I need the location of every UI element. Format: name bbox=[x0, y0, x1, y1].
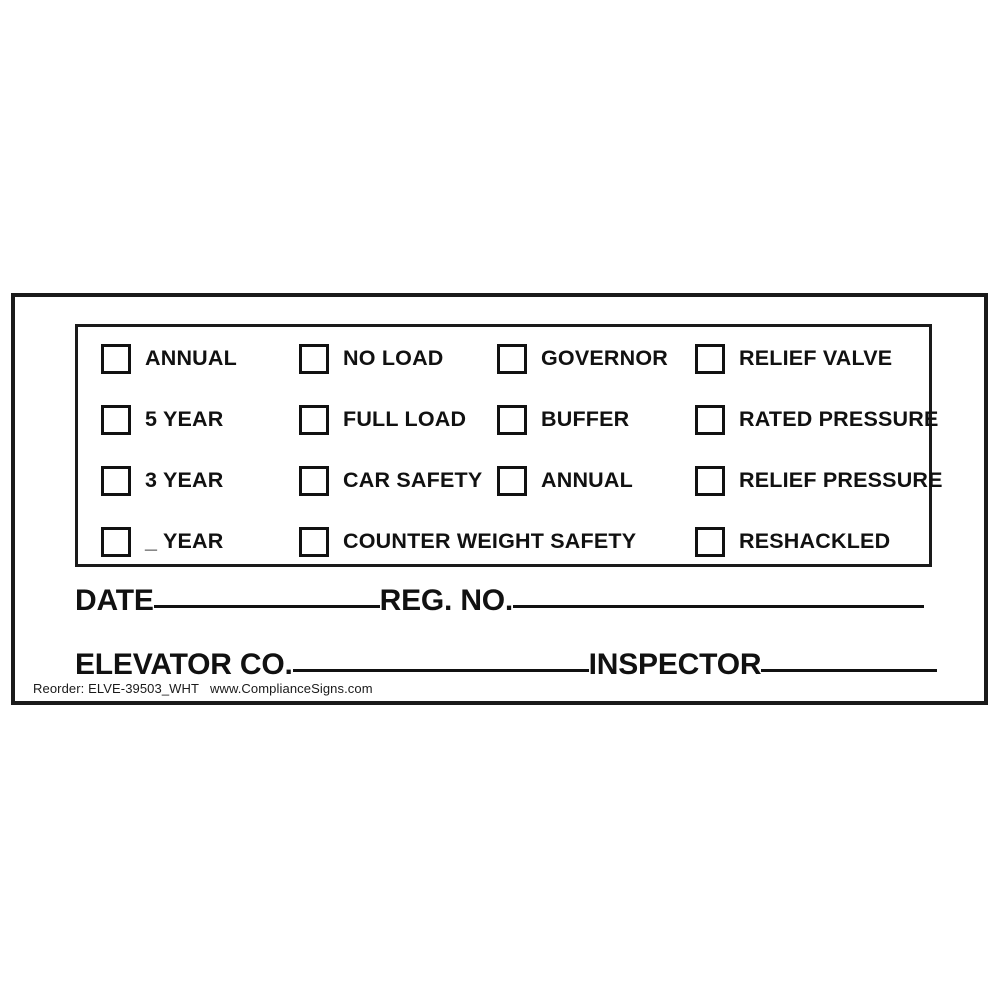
date-regno-line: DATE REG. NO. bbox=[15, 586, 984, 616]
checkbox-icon[interactable] bbox=[101, 344, 131, 374]
checkbox-icon[interactable] bbox=[497, 405, 527, 435]
checkbox-icon[interactable] bbox=[101, 405, 131, 435]
checkbox-label: ANNUAL bbox=[541, 468, 633, 493]
checkbox-icon[interactable] bbox=[695, 527, 725, 557]
checkbox-label: RESHACKLED bbox=[739, 529, 891, 554]
checklist-row: 5 YEAR FULL LOAD BUFFER RATED PRESSURE bbox=[78, 398, 938, 442]
checkbox-label: 3 YEAR bbox=[145, 468, 224, 493]
checkbox-full-load[interactable]: FULL LOAD bbox=[299, 398, 466, 442]
checkbox-relief-pressure[interactable]: RELIEF PRESSURE bbox=[695, 459, 943, 503]
checkbox-buffer[interactable]: BUFFER bbox=[497, 398, 629, 442]
inspection-checklist-box: ANNUAL NO LOAD GOVERNOR RELIEF VALVE 5 YEAR F… bbox=[75, 324, 943, 567]
checklist-row: ANNUAL NO LOAD GOVERNOR RELIEF VALVE bbox=[78, 337, 929, 381]
checkbox-icon[interactable] bbox=[497, 466, 527, 496]
checkbox-label: FULL LOAD bbox=[343, 407, 467, 432]
checkbox-icon[interactable] bbox=[299, 466, 329, 496]
checkbox-label: BUFFER bbox=[541, 407, 630, 432]
elevator-inspection-label: ANNUAL NO LOAD GOVERNOR RELIEF VALVE 5 YEAR F… bbox=[11, 293, 988, 705]
checkbox-label: _ YEAR bbox=[145, 529, 224, 554]
checkbox-reshackled[interactable]: RESHACKLED bbox=[695, 520, 890, 564]
reg-no-input-line[interactable] bbox=[513, 605, 925, 608]
checkbox-icon[interactable] bbox=[497, 344, 527, 374]
checkbox-icon[interactable] bbox=[299, 527, 329, 557]
checkbox-icon[interactable] bbox=[299, 405, 329, 435]
checkbox-label: RELIEF VALVE bbox=[739, 346, 893, 371]
date-label: DATE bbox=[75, 584, 154, 617]
checkbox-icon[interactable] bbox=[101, 466, 131, 496]
checkbox-blank-year[interactable]: _ YEAR bbox=[101, 520, 223, 564]
checkbox-governor[interactable]: GOVERNOR bbox=[497, 337, 668, 381]
checkbox-icon[interactable] bbox=[101, 527, 131, 557]
checkbox-annual-inspection[interactable]: ANNUAL bbox=[101, 337, 237, 381]
checkbox-rated-pressure[interactable]: RATED PRESSURE bbox=[695, 398, 939, 442]
elevator-co-inspector-line: ELEVATOR CO. INSPECTOR bbox=[15, 650, 984, 680]
checkbox-no-load[interactable]: NO LOAD bbox=[299, 337, 444, 381]
checkbox-label: 5 YEAR bbox=[145, 407, 224, 432]
checkbox-icon[interactable] bbox=[695, 405, 725, 435]
checkbox-icon[interactable] bbox=[695, 466, 725, 496]
checkbox-3-year[interactable]: 3 YEAR bbox=[101, 459, 223, 503]
checkbox-label: RATED PRESSURE bbox=[739, 407, 939, 432]
inspector-label: INSPECTOR bbox=[588, 648, 762, 681]
checklist-row: _ YEAR COUNTER WEIGHT SAFETY RESHACKLED bbox=[78, 520, 929, 564]
checkbox-label: NO LOAD bbox=[343, 346, 444, 371]
checkbox-annual-hydraulic[interactable]: ANNUAL bbox=[497, 459, 633, 503]
checkbox-label: GOVERNOR bbox=[541, 346, 669, 371]
reg-no-label: REG. NO. bbox=[379, 584, 514, 617]
checkbox-label: RELIEF PRESSURE bbox=[739, 468, 943, 493]
elevator-co-label: ELEVATOR CO. bbox=[75, 648, 293, 681]
checkbox-label: COUNTER WEIGHT SAFETY bbox=[343, 529, 637, 554]
checkbox-relief-valve[interactable]: RELIEF VALVE bbox=[695, 337, 892, 381]
elevator-co-input-line[interactable] bbox=[292, 669, 589, 672]
checkbox-car-safety[interactable]: CAR SAFETY bbox=[299, 459, 482, 503]
checkbox-label: CAR SAFETY bbox=[343, 468, 483, 493]
checkbox-5-year[interactable]: 5 YEAR bbox=[101, 398, 223, 442]
inspector-input-line[interactable] bbox=[761, 669, 938, 672]
checkbox-icon[interactable] bbox=[299, 344, 329, 374]
reorder-info: Reorder: ELVE-39503_WHT www.ComplianceSi… bbox=[33, 681, 373, 696]
checklist-row: 3 YEAR CAR SAFETY ANNUAL RELIEF PRESSURE bbox=[78, 459, 943, 503]
checkbox-label: ANNUAL bbox=[145, 346, 237, 371]
checkbox-counter-weight-safety[interactable]: COUNTER WEIGHT SAFETY bbox=[299, 520, 636, 564]
checkbox-icon[interactable] bbox=[695, 344, 725, 374]
date-input-line[interactable] bbox=[153, 605, 380, 608]
